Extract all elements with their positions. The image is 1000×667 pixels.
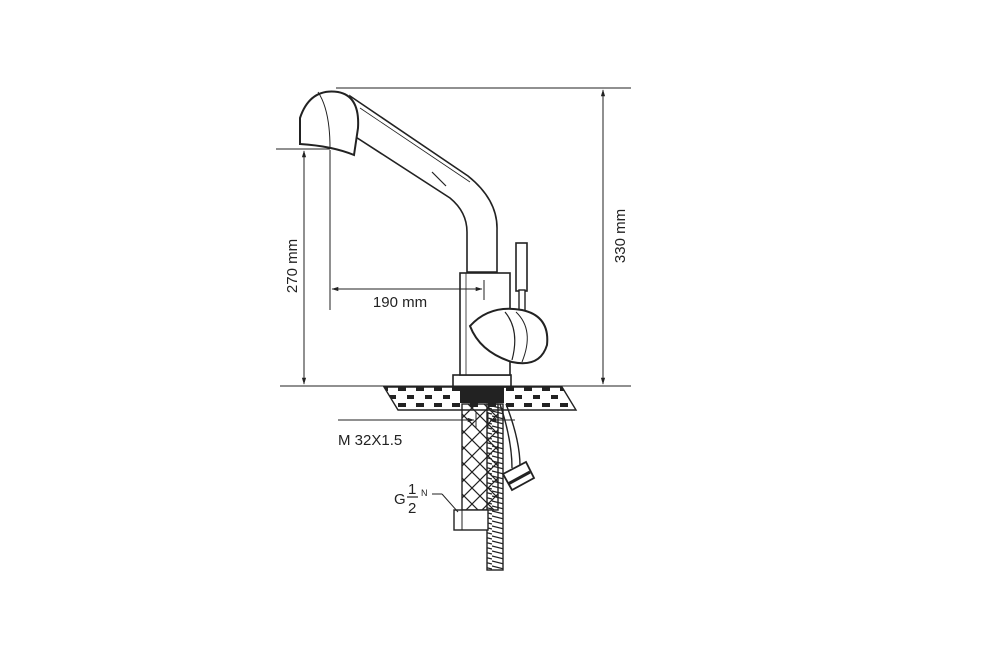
connection-size-label: G 1 2 N: [394, 481, 428, 517]
spray-head: [299, 90, 360, 157]
total-height-label: 330 mm: [612, 209, 629, 263]
supply-hoses: [453, 403, 521, 571]
thread-label: M 32X1.5: [338, 432, 402, 449]
svg-text:1: 1: [408, 481, 416, 498]
dimension-labels: 330 mm 270 mm 190 mm M 32X1.5 G 1 2 N: [284, 209, 629, 517]
svg-text:2: 2: [408, 500, 416, 517]
spout-height-label: 270 mm: [284, 239, 301, 293]
hose-nut: [501, 460, 536, 492]
spout-reach-label: 190 mm: [373, 294, 427, 311]
spout: [347, 94, 498, 273]
svg-text:G: G: [394, 491, 406, 508]
mounting-base: [452, 374, 512, 403]
lever-handle: [468, 242, 549, 365]
svg-text:N: N: [421, 488, 428, 498]
dimension-lines: [276, 87, 631, 513]
